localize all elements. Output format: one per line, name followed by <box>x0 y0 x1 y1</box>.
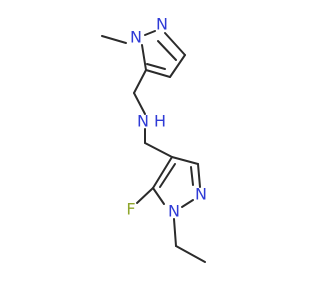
bond-c3-c3-double-upper <box>157 40 177 61</box>
bond-c3-c4-upper <box>169 54 186 78</box>
bond-c3-n2-double-lower <box>190 166 194 186</box>
bond-n1-methyl <box>101 35 127 44</box>
molecule-structure: N N N H N N F <box>101 15 207 263</box>
lower-pyrazole-ring <box>136 156 206 263</box>
bond-c4-c3-lower <box>171 156 199 165</box>
amine-linker <box>133 92 173 158</box>
bond-n1-c5-lower <box>152 187 165 205</box>
bond-c5-n1-upper <box>141 44 147 71</box>
bond-c5-c4-lower <box>152 156 173 189</box>
atom-labels: N N N H N N F <box>126 15 207 221</box>
molecule-canvas: N N N H N N F <box>101 15 207 263</box>
bond-n1-n2-upper <box>144 30 156 36</box>
atom-n2-lower: N <box>195 185 207 204</box>
atom-n1-lower: N <box>168 202 180 221</box>
bond-c4-c5-double-upper <box>146 63 166 70</box>
atom-fluorine: F <box>126 200 135 219</box>
atom-amine-n: N <box>137 112 149 131</box>
upper-pyrazole-ring <box>101 30 186 94</box>
bond-c5-c4-double-lower <box>159 163 176 188</box>
bond-n2-n1-lower <box>181 199 194 208</box>
atom-n1-upper: N <box>130 28 142 47</box>
atom-amine-h: H <box>154 112 166 131</box>
bond-ethyl-ch3 <box>175 245 206 263</box>
bond-c4-c5-upper <box>145 69 171 78</box>
bond-c5-fluorine <box>136 187 154 204</box>
bond-n2-c3-upper <box>164 32 186 56</box>
atom-n2-upper: N <box>156 15 168 34</box>
bond-c3-n2-lower <box>197 163 201 188</box>
bond-ch2-c4-lower <box>144 142 173 158</box>
bond-ch2-amine-upper <box>133 92 146 115</box>
bond-c5-ch2-upper <box>133 69 147 94</box>
bond-n1-ethyl-ch2 <box>173 218 177 247</box>
